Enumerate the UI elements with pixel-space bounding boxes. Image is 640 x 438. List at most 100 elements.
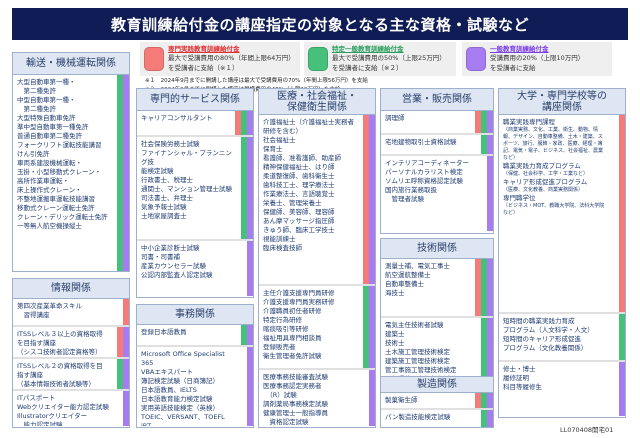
red-subsidy-bar <box>619 115 625 312</box>
qualification-item: 喀痰吸引等研修 <box>263 325 309 333</box>
qualification-item: （医療、文化教養、商業実務関係） <box>503 187 584 193</box>
qualification-item: 医療事務認定実務者 （R）試験 <box>263 382 322 399</box>
qualification-item: 日本語教育能力検定試験 <box>141 395 213 403</box>
purple-subsidy-bar <box>369 115 375 284</box>
qualification-item: 司法書士、弁理士 <box>141 194 193 202</box>
green-subsidy-bar <box>481 135 487 154</box>
qualification-group: 第四次産業革命スキル 習得講座 <box>13 299 129 327</box>
qualification-item: 登録日本語教員 <box>141 328 187 336</box>
qualification-item: Webクリエイター能力認定試験 <box>17 403 109 411</box>
purple-subsidy-bar <box>487 259 493 316</box>
qualification-item: 歯科技工士、理学療法士 <box>263 181 335 189</box>
qualification-group: キャリアコンサルタント <box>137 111 253 137</box>
purple-subsidy-bar <box>123 391 129 426</box>
qualification-item: TOEIC、VERSANT、TOEFL iBT <box>141 413 225 426</box>
qualification-item: 製菓衛生師 <box>385 396 418 404</box>
subsidy-type-bars <box>481 318 493 406</box>
qualification-group: 短時間の職業実践力育成 プログラム（人文科学・人文）短時間のキャリア形成促進 プ… <box>499 314 625 362</box>
qualification-item: 中型自動車第一種・ 第二種免許 <box>17 96 76 113</box>
panel-university: 大学・専門学校等の 講座関係職業実践専門課程（商業実務、文化、工業、衛生、動物、… <box>498 88 626 418</box>
qualification-group: ITSSレベル３以上の資格取得 を目指す講座 （シスコ技術者認定資格等） <box>13 327 129 359</box>
green-subsidy-bar <box>481 111 487 133</box>
qualification-item: Illustratorクリエイター 能力認定試験 <box>17 412 88 426</box>
qualification-item: 科目等履修生 <box>503 383 542 391</box>
subsidy-type-bars <box>481 410 493 427</box>
page-title: 教育訓練給付金の講座指定の対象となる主な資格・試験など <box>12 8 628 40</box>
qualification-item: キャリアコンサルタント <box>141 114 213 122</box>
qualification-item: 短時間のキャリア形成促進 プログラム（文化教養関係） <box>503 335 588 352</box>
subsidy-type-bars <box>123 299 129 325</box>
qualification-group: 修士・博士履修証明科目等履修生 <box>499 362 625 416</box>
qualification-item: 柔道整復師、歯科衛生士 <box>263 172 335 180</box>
qualification-item: 社会保険労務士試験 <box>141 140 200 148</box>
qualification-item: 福祉用具専門相談員 <box>263 334 322 342</box>
qualification-item: 土地家屋調査士 <box>141 212 187 220</box>
qualification-item: Microsoft Office Specialist 365 <box>141 350 225 367</box>
qualification-item: 産業カウンセラー試験 <box>141 262 206 270</box>
legend-name: 特定一般教育訓練給付金 <box>332 44 404 53</box>
qualification-item: クレーン・デリック運転士免許 <box>17 213 108 221</box>
purple-subsidy-bar <box>369 370 375 426</box>
qualification-item: 普通自動車第二種免許 <box>17 132 82 140</box>
red-subsidy-bar <box>475 393 481 408</box>
subsidy-type-bars <box>475 111 493 133</box>
purple-subsidy-bar <box>487 156 493 231</box>
qualification-item: 修士・博士 <box>503 365 536 373</box>
qualification-item: 一等無人航空機操縦士 <box>17 222 82 230</box>
qualification-group: ITSSレベル２の資格取得を目 指す講座 （基本情報技術者試験等） <box>13 359 129 391</box>
qualification-item: 測量士補、電気工事士 <box>385 262 450 270</box>
green-subsidy-bar <box>481 410 487 427</box>
qualification-item: 調理師 <box>385 114 405 122</box>
panel-title: 輸送・機械運転関係 <box>13 53 129 75</box>
qualification-item: 実用英語技能検定（英検） <box>141 404 219 412</box>
qualification-item: （ビジネス・MOT、教職大学院、法科大学院など） <box>503 203 605 216</box>
qualification-item: 特定行為研修 <box>263 316 302 324</box>
purple-subsidy-bar <box>487 135 493 154</box>
qualification-group: 調理師 <box>381 111 493 135</box>
qualification-item: 介護福祉士（介護福祉士実務者研修を含む） <box>263 118 354 135</box>
subsidy-type-bars <box>619 314 625 360</box>
qualification-item: 臨床検査技師 <box>263 244 302 252</box>
qualification-group: パン製造技能検定試験 <box>381 410 493 427</box>
legend-desc: を受講者に支給 <box>490 63 536 72</box>
qualification-item: 電気主任技術者試験 <box>385 321 444 329</box>
qualification-item: 介護支援専門員実務研修 <box>263 298 335 306</box>
panel-transport: 輸送・機械運転関係大型自動車第一種・ 第二種免許中型自動車第一種・ 第二種免許大… <box>12 52 130 272</box>
qualification-item: フォークリフト運転技能講習 <box>17 141 102 149</box>
purple-subsidy-bar <box>487 410 493 427</box>
qualification-group: 介護福祉士（介護福祉士実務者研修を含む）社会福祉士保育士看護師、准看護師、助産師… <box>259 115 375 286</box>
red-subsidy-bar <box>363 115 369 284</box>
purple-subsidy-bar <box>123 327 129 357</box>
qualification-item: ソムリエ呼称資格認定試験 <box>385 177 463 185</box>
qualification-item: 保健師、美容師、理容師 <box>263 208 335 216</box>
panel-professional: 専門的サービス関係キャリアコンサルタント社会保険労務士試験ファイナンシャル・プラ… <box>136 88 254 298</box>
legend-name: 専門実践教育訓練給付金 <box>168 44 240 53</box>
qualification-group: 主任介護支援専門員研修介護支援専門員実務研修介護職員初任者研修特定行為研修喀痰吸… <box>259 286 375 370</box>
panel-title: 専門的サービス関係 <box>137 89 253 111</box>
qualification-group: 宅地建物取引士資格試験 <box>381 135 493 156</box>
qualification-item: ITSSレベル２の資格取得を目 指す講座 （基本情報技術者試験等） <box>17 362 103 388</box>
qualification-item: 土木施工管理技術検定 <box>385 348 450 356</box>
legend-desc: 最大で受講費用の50%（上限25万円） <box>332 54 446 63</box>
qualification-item: 移動式クレーン運転士免許 <box>17 204 95 212</box>
document-code: LL070408開宅01 <box>560 426 614 434</box>
qualification-item: 医療事務技能審査試験 <box>263 373 328 381</box>
panel-title: 製造関係 <box>381 377 493 393</box>
purple-subsidy-bar <box>487 318 493 406</box>
purple-subsidy-bar <box>487 393 493 408</box>
qualification-group: 職業実践専門課程（商業実務、文化、工業、衛生、動物、情報、デザイン、自動車整備、… <box>499 115 625 314</box>
qualification-item: 登録販売者 <box>263 343 296 351</box>
subsidy-type-bars <box>117 327 129 357</box>
subsidy-type-bars <box>241 137 253 239</box>
legend-desc: を受講者に支給（※２） <box>332 63 403 72</box>
legend-swatch-red <box>144 47 164 71</box>
qualification-item: キャリア形成促進プログラム <box>503 178 588 186</box>
qualification-item: ITパスポート <box>17 394 56 402</box>
panel-title: 技術関係 <box>381 239 493 259</box>
qualification-item: 専門職学位 <box>503 194 536 202</box>
qualification-item: 車両系建設機械運転・ <box>17 159 82 167</box>
qualification-item: 介護職員初任者研修 <box>263 307 322 315</box>
qualification-item: （商業実務、文化、工業、衛生、動物、情報、デザイン、自動車整備、土木・建築、スポ… <box>503 127 604 161</box>
